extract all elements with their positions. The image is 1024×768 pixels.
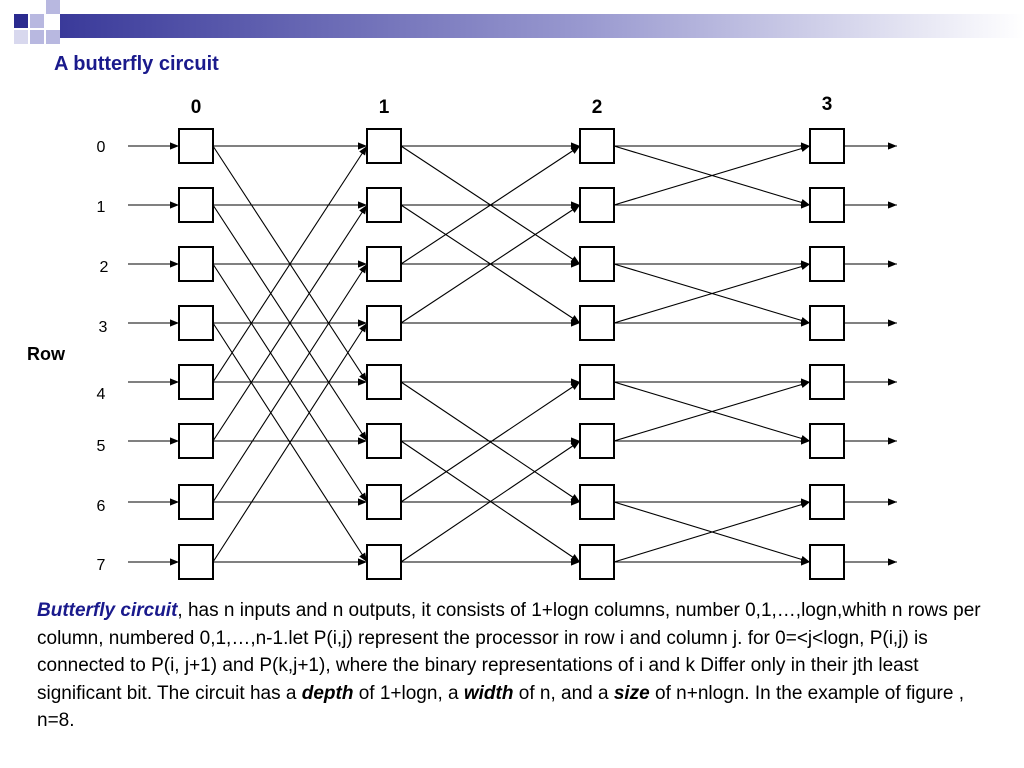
column-labels: 0 1 2 3 bbox=[191, 94, 833, 118]
butterfly-edges bbox=[212, 142, 811, 566]
processor-node bbox=[579, 187, 615, 223]
edge-cross bbox=[400, 440, 581, 563]
processor-node bbox=[579, 305, 615, 341]
processor-node bbox=[366, 246, 402, 282]
processor-node bbox=[809, 364, 845, 400]
deco-square-light bbox=[30, 14, 44, 28]
header-gradient-bar bbox=[60, 14, 1024, 38]
row-labels: 0 1 2 3 4 5 6 7 bbox=[97, 139, 109, 574]
edge-cross bbox=[613, 381, 811, 442]
edge-cross bbox=[613, 501, 811, 563]
processor-node bbox=[178, 246, 214, 282]
edge-cross bbox=[400, 145, 581, 265]
width-term: width bbox=[463, 682, 514, 704]
row-label: 7 bbox=[97, 557, 106, 574]
deco-square-light bbox=[14, 30, 28, 44]
deco-square-dark bbox=[14, 14, 28, 28]
deco-square-light bbox=[30, 30, 44, 44]
edge-cross bbox=[212, 263, 368, 503]
processor-node bbox=[579, 484, 615, 520]
io-arrows bbox=[128, 142, 897, 566]
processor-node bbox=[809, 305, 845, 341]
processor-node bbox=[579, 544, 615, 580]
processor-node bbox=[809, 544, 845, 580]
processor-node bbox=[579, 246, 615, 282]
processor-node bbox=[366, 187, 402, 223]
page-title: A butterfly circuit bbox=[54, 53, 219, 75]
edge-cross bbox=[613, 263, 811, 324]
processor-node bbox=[178, 423, 214, 459]
row-axis-label: Row bbox=[27, 344, 66, 364]
description-paragraph: Butterfly circuit, has n inputs and n ou… bbox=[37, 597, 997, 735]
row-label: 1 bbox=[97, 199, 106, 216]
processor-node bbox=[579, 423, 615, 459]
processor-node bbox=[366, 128, 402, 164]
processor-node bbox=[366, 484, 402, 520]
row-label: 5 bbox=[97, 438, 106, 455]
processor-nodes bbox=[178, 128, 845, 580]
processor-node bbox=[366, 544, 402, 580]
row-label: 6 bbox=[97, 498, 106, 515]
deco-square-light bbox=[46, 30, 60, 44]
processor-node bbox=[809, 187, 845, 223]
processor-node bbox=[178, 187, 214, 223]
description-part-4: of n+nlogn. In the example of figure , n… bbox=[37, 682, 964, 732]
row-label: 3 bbox=[99, 319, 108, 336]
depth-term: depth bbox=[301, 682, 354, 704]
size-term: size bbox=[613, 682, 650, 704]
processor-node bbox=[366, 305, 402, 341]
edge-cross bbox=[400, 381, 581, 503]
processor-node bbox=[178, 484, 214, 520]
edge-cross bbox=[212, 204, 368, 442]
processor-node bbox=[809, 246, 845, 282]
edge-cross bbox=[613, 145, 811, 206]
row-label: 0 bbox=[97, 139, 106, 156]
processor-node bbox=[809, 484, 845, 520]
processor-node bbox=[809, 423, 845, 459]
decorative-squares bbox=[14, 0, 60, 44]
processor-node bbox=[579, 364, 615, 400]
deco-square-light bbox=[46, 0, 60, 14]
row-label: 4 bbox=[97, 386, 106, 403]
processor-node bbox=[579, 128, 615, 164]
row-label: 2 bbox=[100, 259, 109, 276]
processor-node bbox=[178, 305, 214, 341]
description-part-3: of n, and a bbox=[513, 682, 614, 704]
column-label: 1 bbox=[379, 97, 390, 118]
processor-node bbox=[178, 544, 214, 580]
edge-cross bbox=[212, 145, 368, 383]
description-part-1: , has n inputs and n outputs, it consist… bbox=[37, 600, 981, 704]
processor-node bbox=[366, 423, 402, 459]
column-label: 0 bbox=[191, 97, 202, 118]
description-part-2: of 1+logn, a bbox=[353, 682, 464, 704]
edge-cross bbox=[212, 322, 368, 563]
processor-node bbox=[366, 364, 402, 400]
processor-node bbox=[809, 128, 845, 164]
column-label: 3 bbox=[822, 94, 833, 115]
column-label: 2 bbox=[592, 97, 603, 118]
processor-node bbox=[178, 364, 214, 400]
lead-term: Butterfly circuit bbox=[37, 600, 178, 621]
processor-node bbox=[178, 128, 214, 164]
edge-cross bbox=[400, 204, 581, 324]
